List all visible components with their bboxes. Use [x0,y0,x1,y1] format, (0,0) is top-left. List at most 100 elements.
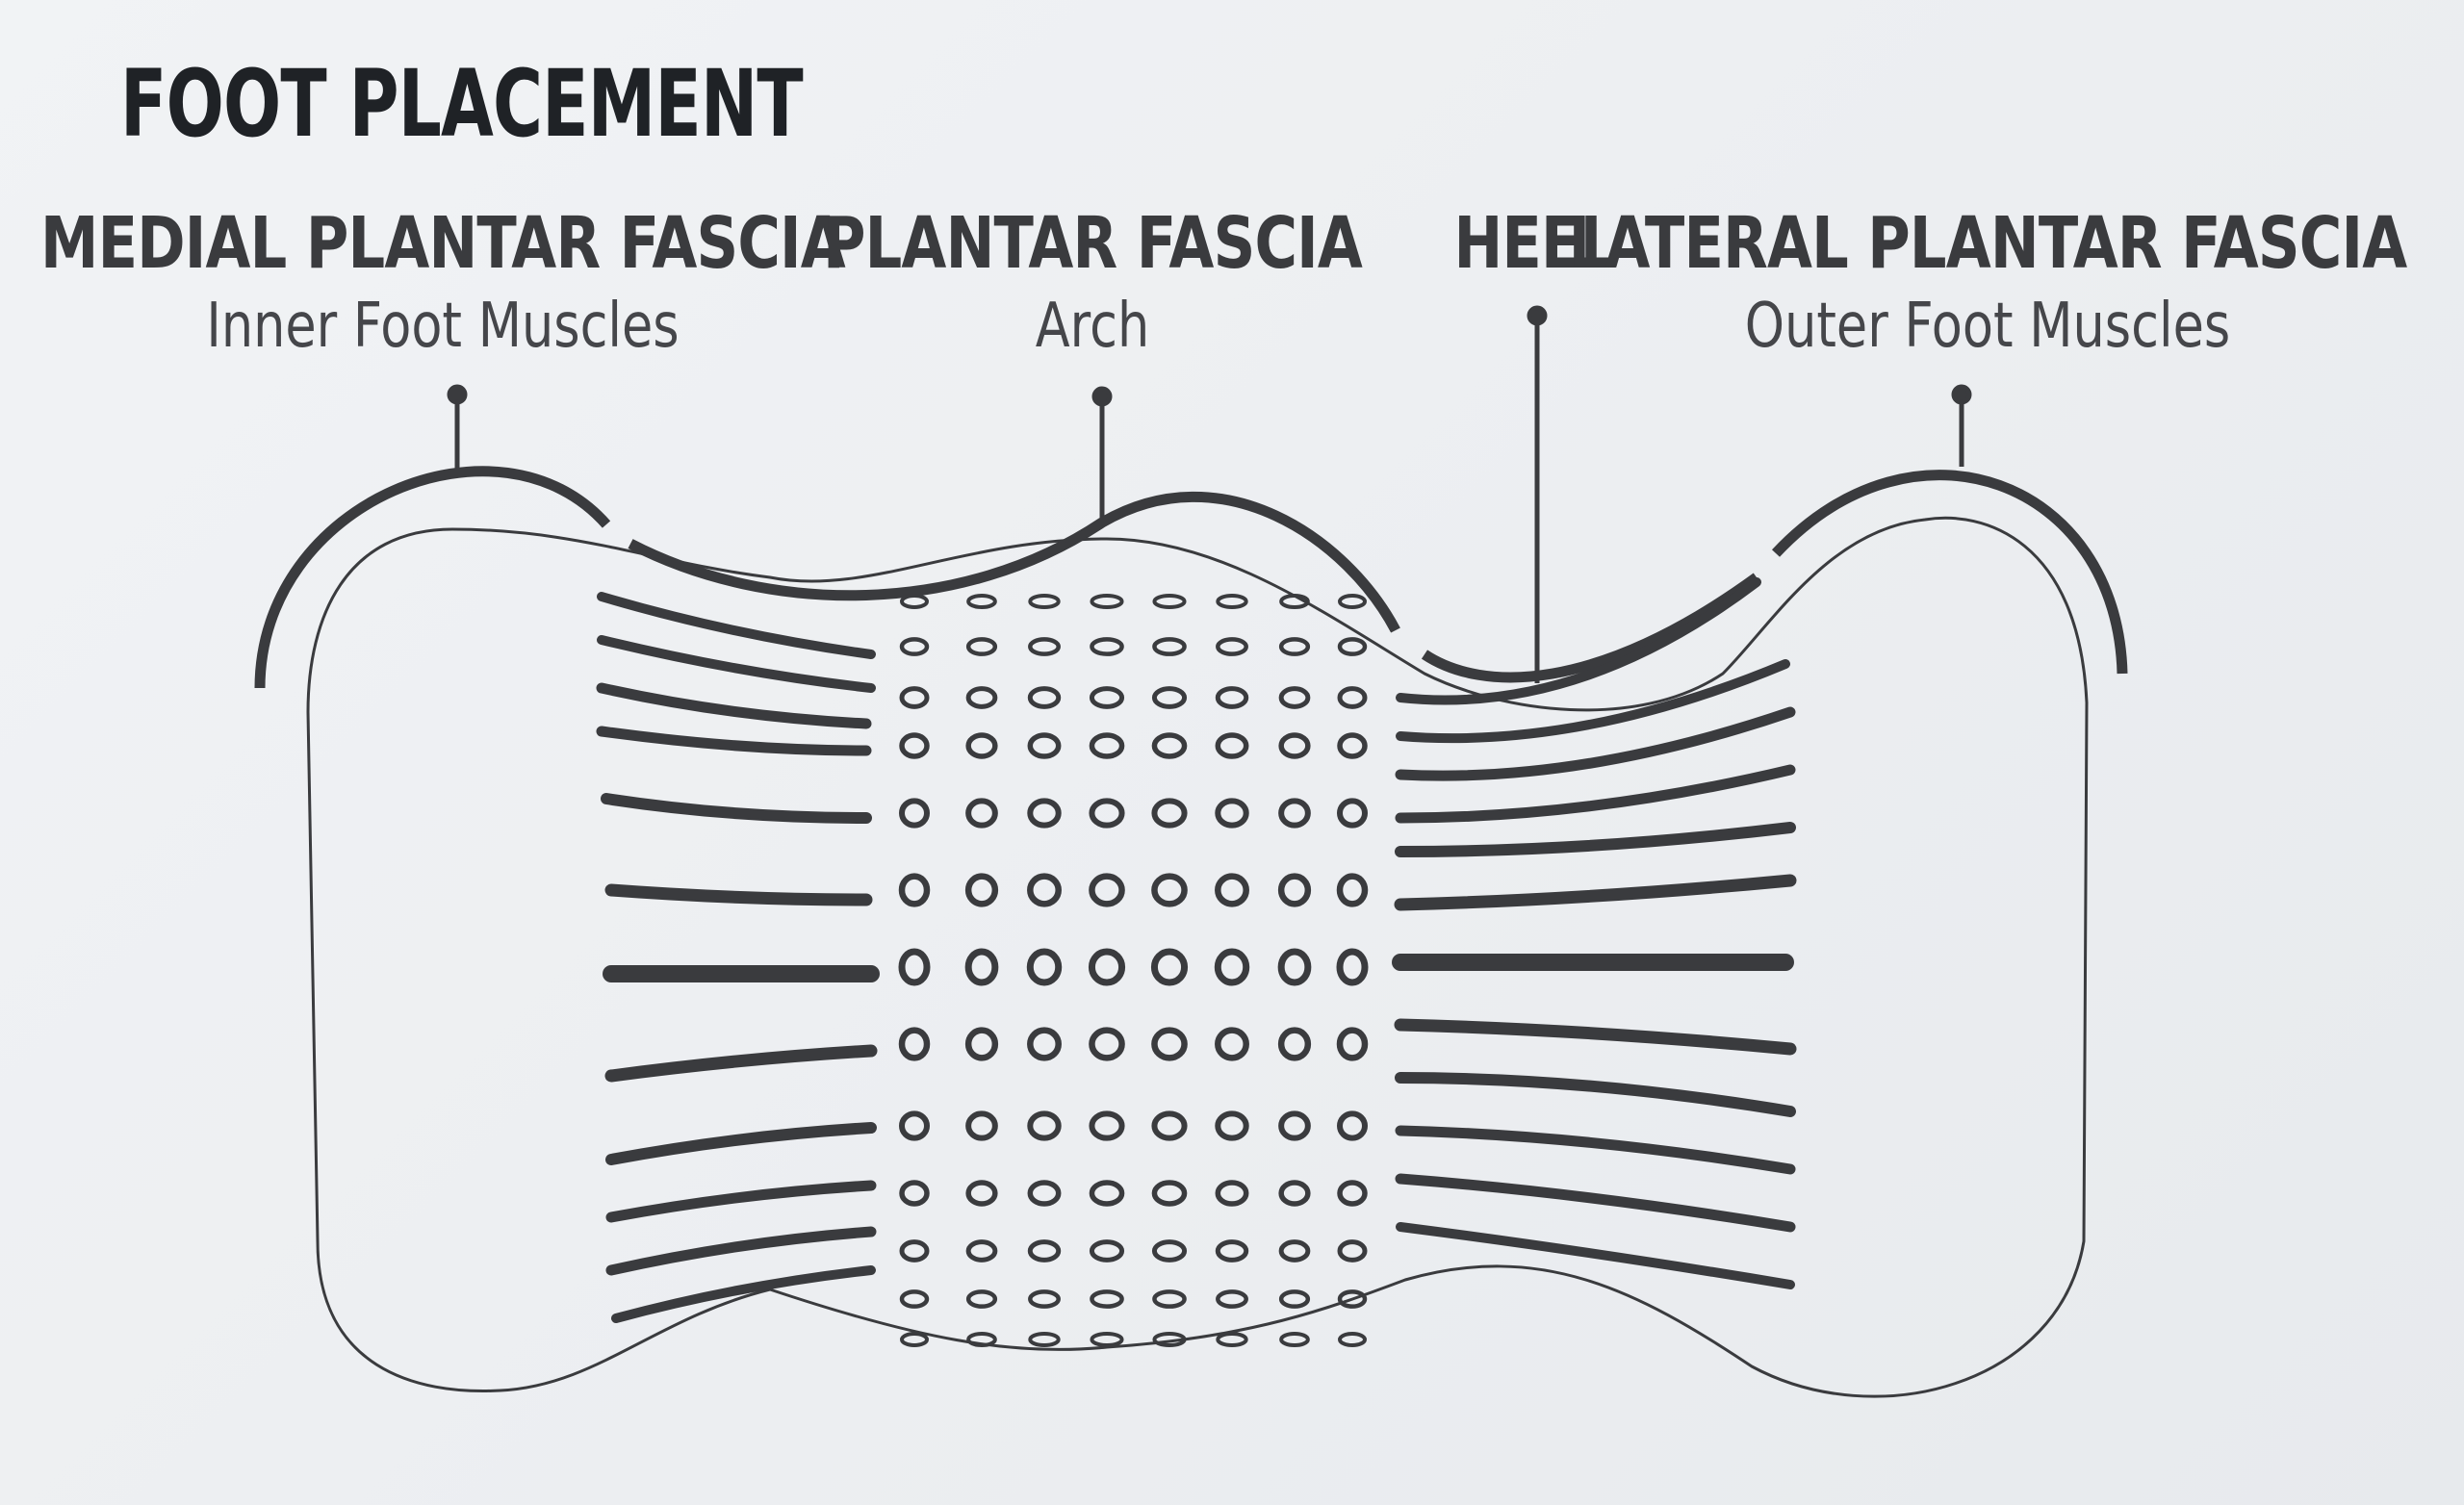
nub [1216,594,1248,609]
nub [965,798,998,829]
label-plantar-sub: Arch [1035,291,1150,362]
nub [1337,732,1368,759]
nub [1151,1239,1188,1263]
leader-medial-dot [447,384,468,405]
nub [1214,948,1250,986]
right-ridge [1395,822,1796,857]
nub [1089,1027,1125,1061]
left-ridge [597,635,876,693]
right-ridge [1394,874,1797,911]
nub [1215,732,1249,759]
nub [1216,1332,1248,1347]
nub [1027,1239,1062,1263]
nub [1215,873,1249,907]
nub [1089,798,1125,829]
left-ridge [611,1265,876,1323]
nub [1151,686,1188,709]
nub [898,873,931,907]
nub [1337,686,1368,709]
left-ridge [604,883,873,906]
nub [899,1239,930,1263]
nub [1336,948,1369,986]
right-ridge [1396,577,1761,705]
left-ridges [596,592,880,1323]
nub [965,1110,998,1141]
nub [1337,1239,1368,1263]
massager-body-outline [306,516,2089,1398]
right-ridge [1396,659,1790,744]
left-ridge [601,793,872,824]
nub [900,594,929,609]
nub [1089,1110,1125,1141]
nub [1151,732,1188,759]
nub [899,1110,930,1141]
nub [1027,1180,1062,1207]
nub [1088,948,1126,986]
nub [1278,732,1311,759]
nub [964,873,999,907]
nub [899,1289,930,1309]
nub [1028,1289,1061,1309]
nub [900,1332,929,1347]
right-ridge [1395,1072,1796,1117]
nub [1277,948,1312,986]
nub [1090,1332,1124,1347]
nub [1336,873,1369,907]
nub [1151,798,1188,829]
nub [1215,686,1249,709]
nub [1152,637,1187,656]
nub [1277,873,1312,907]
outer-top-arcs [254,466,2128,689]
nub [1279,594,1310,609]
nub [1278,1110,1311,1141]
left-ridge [596,682,872,729]
nub [1089,873,1125,907]
leader-plantar-dot [1091,386,1113,407]
nub [1337,1180,1368,1207]
page-title: FOOT PLACEMENT [120,50,804,158]
nub [965,1180,998,1207]
nub [1089,686,1125,709]
right-ridge [1395,764,1796,824]
right-ridge [1395,706,1796,781]
nub [1151,873,1188,907]
nub [1215,1110,1249,1141]
nub [1215,798,1249,829]
left-ridge [605,1226,877,1276]
nub [1027,686,1062,709]
nub [966,594,997,609]
nub [1150,948,1189,986]
right-ridges [1392,577,1797,1289]
outer-arc-middle [628,491,1400,633]
nub [1027,732,1062,759]
nub [898,948,931,986]
label-lateral-sub: Outer Foot Muscles [1744,291,2231,362]
nub [1278,1180,1311,1207]
label-medial-plantar-fascia: MEDIAL PLANTAR FASCIA Inner Foot Muscles [40,202,846,368]
nub [966,1332,997,1347]
nub [1336,1027,1369,1061]
nub [1027,873,1062,907]
nub [899,686,930,709]
nub [965,1239,998,1263]
nub [964,1027,999,1061]
left-ridge [605,1122,877,1165]
left-ridge [597,592,876,659]
nub [898,1027,931,1061]
nub [965,686,998,709]
label-heel-heading: HEEL [1453,202,1617,285]
nub [965,732,998,759]
nub [1338,594,1367,609]
leader-lateral-dot [1951,384,1972,405]
nub [1337,1110,1368,1141]
nub [1278,798,1311,829]
nub [899,1180,930,1207]
nub [1026,948,1063,986]
leader-heel-dot [1527,305,1548,326]
left-ridge [596,726,872,756]
label-lateral-plantar-fascia: LATERAL PLANTAR FASCIA Outer Foot Muscle… [1569,202,2408,368]
nub [1027,798,1062,829]
nub [1277,1027,1312,1061]
nub [1151,1027,1188,1061]
